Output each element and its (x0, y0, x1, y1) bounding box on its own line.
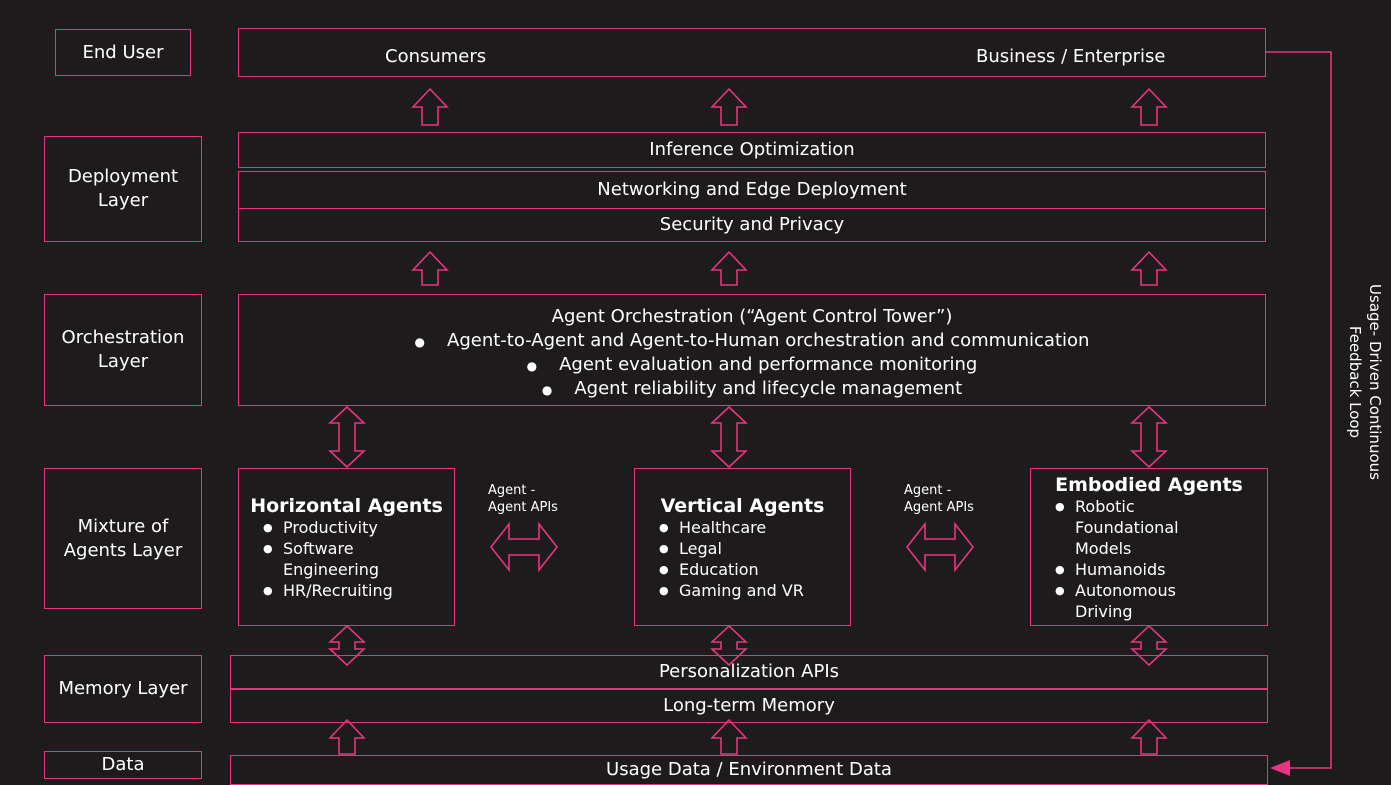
business-label: Business / Enterprise (976, 46, 1166, 67)
orchestration-box: Agent Orchestration (“Agent Control Towe… (238, 294, 1266, 406)
list-item: Autonomous Driving (1031, 580, 1195, 622)
up-arrow (411, 87, 449, 126)
double-arrow (1129, 624, 1169, 667)
horizontal-agents-box: Horizontal Agents Productivity Software … (238, 468, 455, 626)
up-arrow (328, 718, 366, 755)
embodied-agents-box: Embodied Agents Robotic Foundational Mod… (1030, 468, 1268, 626)
security-label: Security and Privacy (659, 213, 845, 235)
horizontal-double-arrow (489, 521, 559, 573)
up-arrow (710, 87, 748, 126)
list-item: Education (635, 559, 850, 580)
double-arrow (1129, 405, 1169, 469)
agent-api-label: Agent -Agent APIs (904, 483, 974, 515)
list-item: Productivity (239, 517, 454, 538)
list-item: Healthcare (635, 517, 850, 538)
usage-data-box: Usage Data / Environment Data (230, 755, 1268, 785)
horizontal-double-arrow (905, 521, 975, 573)
list-item: Software Engineering (239, 538, 393, 580)
up-arrow (1130, 87, 1168, 126)
layer-label-mixture: Mixture of Agents Layer (44, 468, 202, 609)
list-item: Gaming and VR (635, 580, 850, 601)
orchestration-title: Agent Orchestration (“Agent Control Towe… (551, 306, 953, 327)
list-item: HR/Recruiting (239, 580, 454, 601)
list-item: Humanoids (1031, 559, 1267, 580)
inference-optimization-box: Inference Optimization (238, 132, 1266, 168)
networking-label: Networking and Edge Deployment (597, 179, 907, 200)
double-arrow (327, 405, 367, 469)
horizontal-agents-title: Horizontal Agents (250, 495, 443, 517)
up-arrow (710, 718, 748, 755)
list-item: Robotic Foundational Models (1031, 496, 1195, 559)
up-arrow (411, 250, 449, 286)
double-arrow (709, 405, 749, 469)
up-arrow (1130, 718, 1168, 755)
orchestration-item: ●Agent reliability and lifecycle managem… (541, 378, 963, 399)
end-user-box: Consumers Business / Enterprise (238, 28, 1266, 77)
vertical-agents-box: Vertical Agents Healthcare Legal Educati… (634, 468, 851, 626)
consumers-label: Consumers (385, 46, 487, 67)
double-arrow (709, 624, 749, 667)
networking-security-box: Networking and Edge Deployment Security … (238, 171, 1266, 242)
long-term-memory-box: Long-term Memory (230, 689, 1268, 723)
feedback-arrow-head (1270, 760, 1290, 776)
double-arrow (327, 624, 367, 667)
vertical-agents-title: Vertical Agents (660, 495, 825, 517)
up-arrow (710, 250, 748, 286)
embodied-agents-title: Embodied Agents (1055, 474, 1243, 496)
orchestration-item: ●Agent evaluation and performance monito… (526, 354, 978, 375)
layer-label-end-user: End User (55, 29, 191, 76)
layer-label-data: Data (44, 751, 202, 779)
feedback-loop-line (1266, 51, 1332, 769)
layer-label-memory: Memory Layer (44, 655, 202, 723)
feedback-loop-label: Usage- Driven Continuous Feedback Loop (1346, 284, 1384, 480)
agent-api-label: Agent -Agent APIs (488, 483, 558, 515)
layer-label-orchestration: Orchestration Layer (44, 294, 202, 406)
up-arrow (1130, 250, 1168, 286)
personalization-apis-box: Personalization APIs (230, 655, 1268, 689)
layer-label-deployment: Deployment Layer (44, 136, 202, 242)
list-item: Legal (635, 538, 850, 559)
orchestration-item: ●Agent-to-Agent and Agent-to-Human orche… (414, 330, 1090, 351)
